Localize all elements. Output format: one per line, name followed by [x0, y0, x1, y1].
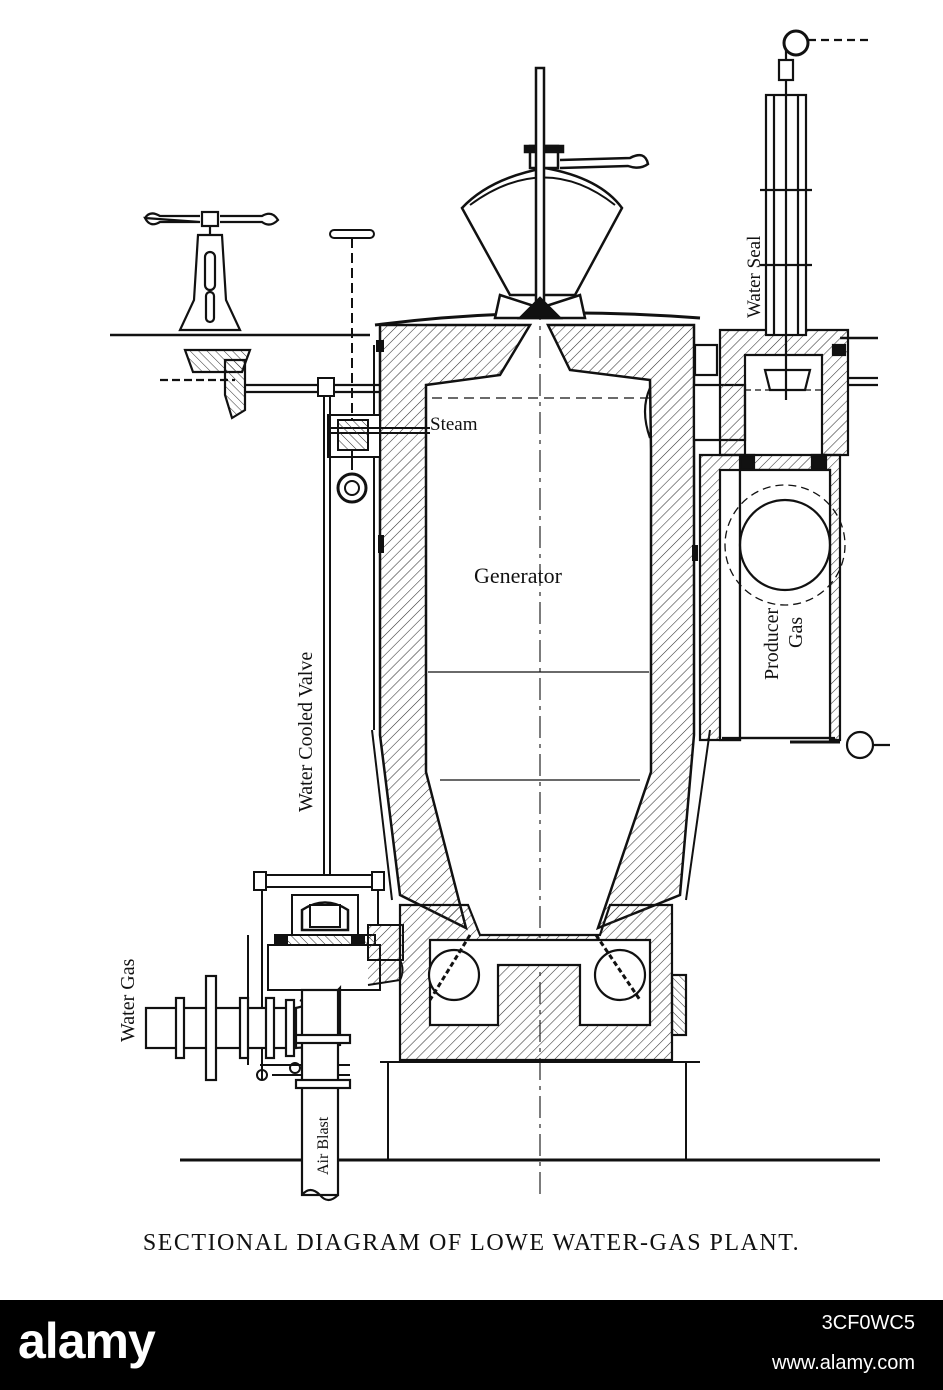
generator-lining — [371, 311, 711, 931]
water-seal-label: Water Seal — [744, 236, 765, 318]
air-blast-label: Air Blast — [315, 1116, 332, 1175]
gas-label: Gas — [785, 617, 807, 648]
watermark-url: www.alamy.com — [772, 1352, 915, 1374]
steam-label: Steam — [430, 414, 478, 435]
water-gas-label: Water Gas — [117, 958, 139, 1042]
generator-label: Generator — [474, 563, 563, 588]
charging-hopper — [460, 66, 650, 320]
producer-gas-chamber — [643, 328, 890, 760]
steam-valve — [327, 414, 430, 504]
valve-handwheel-stand — [143, 210, 380, 420]
water-seal-pipe — [760, 29, 870, 400]
watermark-image-id: 3CF0WC5 — [821, 1312, 915, 1334]
air-blast-pipe — [294, 988, 352, 1202]
lowe-water-gas-plant-diagram: Steam Generator Water Seal Water Cooled … — [110, 29, 890, 1202]
water-cooled-valve-rod — [317, 229, 375, 880]
watermark-bar: alamy 3CF0WC5 www.alamy.com — [0, 1300, 943, 1390]
diagram-caption: SECTIONAL DIAGRAM OF LOWE WATER-GAS PLAN… — [142, 1230, 801, 1256]
water-cooled-valve-label: Water Cooled Valve — [295, 652, 317, 812]
watermark-logo: alamy — [18, 1313, 156, 1369]
producer-label: Producer — [761, 607, 783, 680]
grate-ash-pit — [398, 903, 688, 1062]
